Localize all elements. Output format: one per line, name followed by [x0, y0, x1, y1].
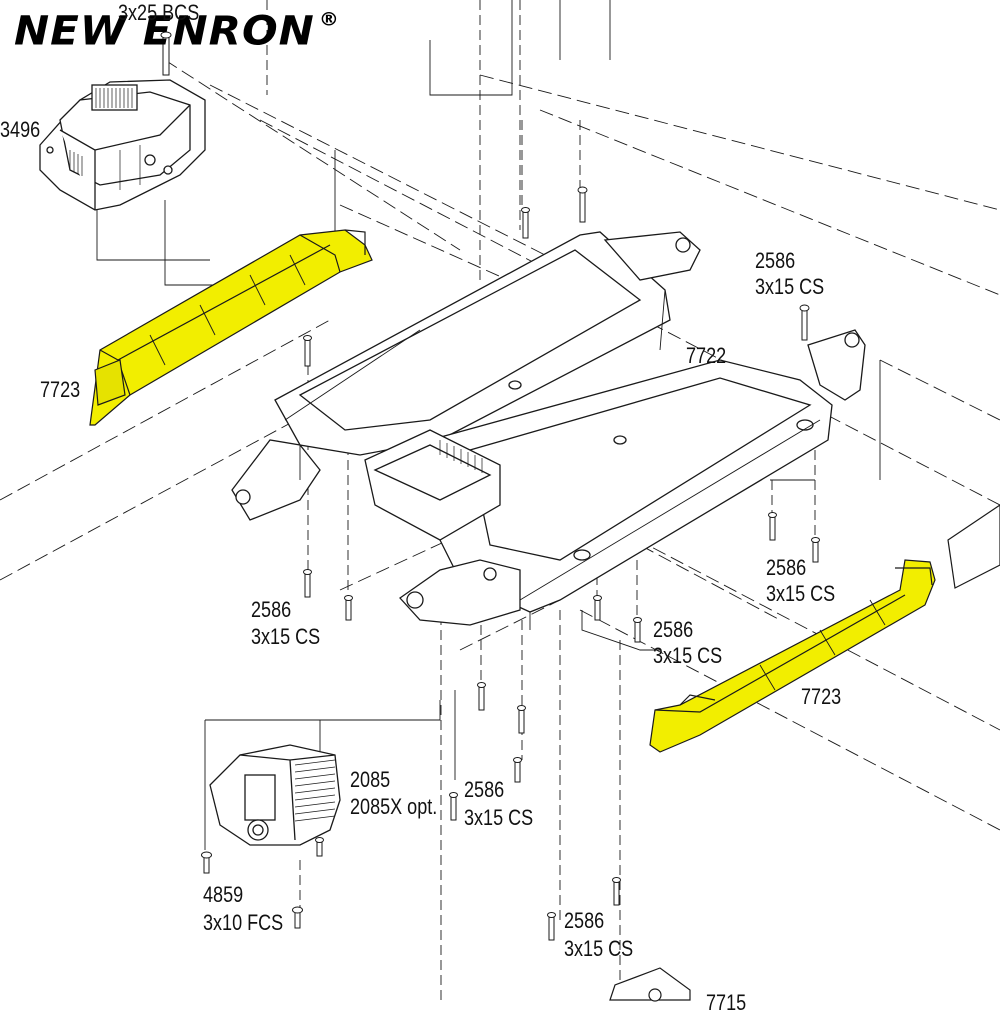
screw-g — [303, 569, 312, 598]
screw-p — [547, 912, 556, 941]
label-top-screw: 3x25 BCS — [118, 0, 200, 25]
label-screw-right-number: 2586 — [766, 555, 807, 580]
screws — [160, 31, 820, 941]
screw-c — [303, 335, 312, 367]
esc-unit — [39, 79, 206, 211]
left-side-rail — [89, 229, 373, 426]
screw-n — [449, 792, 458, 821]
right-edge-part — [947, 504, 1000, 589]
vertical-dashed-lines — [266, 0, 816, 1000]
screw-j — [633, 617, 642, 643]
screw-s — [315, 837, 324, 857]
label-screw-center-right-number: 2586 — [653, 617, 694, 642]
screw-e — [768, 512, 777, 541]
label-servo-option: 2085X opt. — [350, 794, 438, 819]
screw-b — [577, 186, 588, 223]
screw-f — [811, 537, 820, 563]
label-screw-center-right-size: 3x15 CS — [653, 643, 723, 668]
label-servo-number: 2085 — [350, 767, 391, 792]
label-servo-screw-number: 4859 — [203, 882, 244, 907]
label-right-rail: 7723 — [801, 684, 842, 709]
label-screw-bottom-number: 2586 — [464, 777, 505, 802]
registered-mark: ® — [318, 7, 340, 31]
screw-k — [477, 682, 486, 711]
right-side-rail — [649, 559, 936, 753]
brand-logo: NEW ENRON® — [14, 7, 340, 54]
screw-l — [517, 705, 526, 734]
label-screw-right-size: 3x15 CS — [766, 581, 836, 606]
label-screw-center-left-number: 2586 — [251, 597, 292, 622]
screw-d — [799, 304, 810, 341]
screw-r — [292, 906, 303, 929]
screw-q — [201, 851, 212, 874]
label-chassis: 7722 — [686, 343, 727, 368]
label-screw-top-right-size: 3x15 CS — [755, 274, 825, 299]
screw-a — [521, 207, 530, 239]
screw-m — [513, 757, 522, 783]
label-left-rail: 7723 — [40, 377, 81, 402]
label-esc: 3496 — [0, 117, 41, 142]
screw-h — [344, 595, 353, 621]
label-screw-lowest-number: 2586 — [564, 908, 605, 933]
screw-i — [593, 595, 602, 621]
label-screw-bottom-size: 3x15 CS — [464, 805, 534, 830]
label-cut-off-part: 7715 — [706, 990, 747, 1015]
label-screw-center-left-size: 3x15 CS — [251, 624, 321, 649]
label-screw-top-right-number: 2586 — [755, 248, 796, 273]
label-servo-screw-size: 3x10 FCS — [203, 910, 284, 935]
chassis-frame — [231, 231, 866, 630]
screw-o — [612, 877, 621, 906]
screw-top — [160, 31, 172, 76]
label-screw-lowest-size: 3x15 CS — [564, 936, 634, 961]
servo-unit — [209, 744, 341, 846]
leader-lines — [96, 0, 881, 850]
brand-name: NEW ENRON — [14, 7, 315, 54]
bottom-edge-part — [609, 967, 691, 1002]
